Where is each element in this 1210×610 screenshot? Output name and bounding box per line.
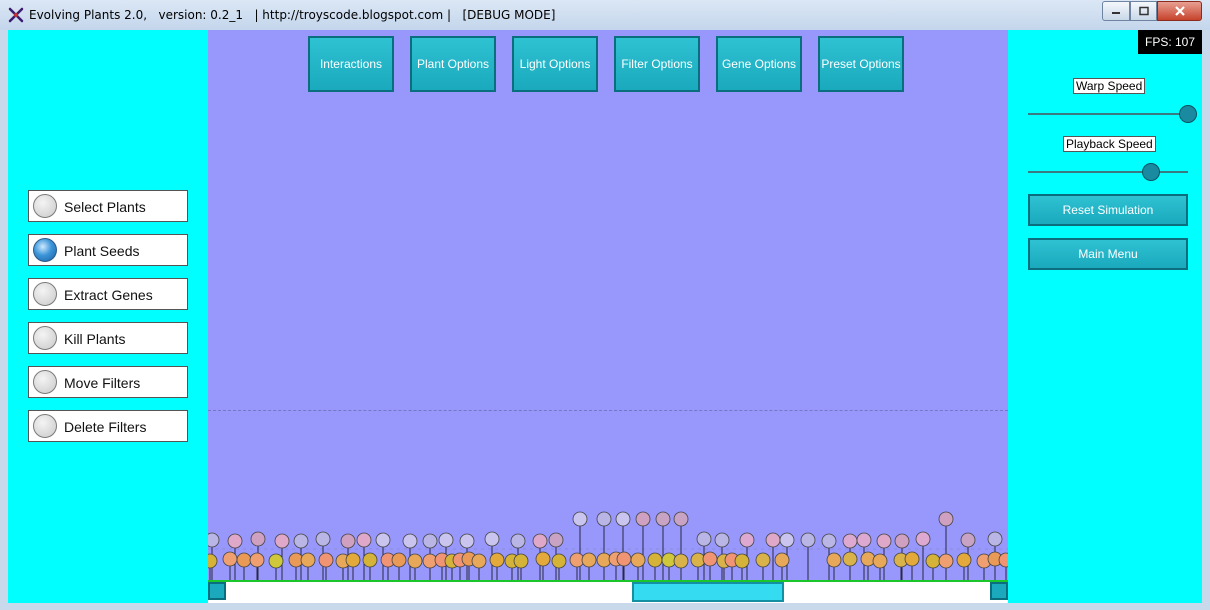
light-options-button[interactable]: Light Options: [512, 36, 598, 92]
tool-delete-filters[interactable]: Delete Filters: [28, 410, 188, 442]
maximize-icon: [1138, 6, 1149, 16]
window-controls: [1102, 1, 1202, 21]
tool-label: Move Filters: [64, 375, 141, 391]
minimize-button[interactable]: [1102, 1, 1130, 21]
close-button[interactable]: [1157, 1, 1202, 21]
tool-plant-seeds[interactable]: Plant Seeds: [28, 234, 188, 266]
radio-icon[interactable]: [33, 194, 57, 218]
maximize-button[interactable]: [1130, 1, 1157, 21]
warp-speed-track[interactable]: [1028, 113, 1188, 115]
simulation-area[interactable]: Interactions Plant Options Light Options…: [208, 30, 1008, 603]
scroll-thumb[interactable]: [632, 582, 784, 602]
tool-label: Plant Seeds: [64, 243, 140, 259]
main-menu-button[interactable]: Main Menu: [1028, 238, 1188, 270]
light-level-line: [208, 410, 1008, 411]
radio-icon[interactable]: [33, 370, 57, 394]
window-title: Evolving Plants 2.0, version: 0.2_1 | ht…: [29, 8, 556, 22]
tool-extract-genes[interactable]: Extract Genes: [28, 278, 188, 310]
fps-counter: FPS: 107: [1138, 30, 1202, 54]
scroll-left-button[interactable]: [208, 582, 226, 600]
plants-layer: [208, 511, 1008, 581]
title-bar: Evolving Plants 2.0, version: 0.2_1 | ht…: [0, 0, 1210, 30]
ground-line: [208, 580, 1008, 582]
filter-options-button[interactable]: Filter Options: [614, 36, 700, 92]
playback-speed-label: Playback Speed: [1063, 136, 1156, 152]
tool-label: Extract Genes: [64, 287, 153, 303]
reset-simulation-button[interactable]: Reset Simulation: [1028, 194, 1188, 226]
minimize-icon: [1112, 12, 1120, 14]
radio-icon[interactable]: [33, 282, 57, 306]
tool-move-filters[interactable]: Move Filters: [28, 366, 188, 398]
app-client-area: Select Plants Plant Seeds Extract Genes …: [8, 30, 1202, 603]
radio-icon[interactable]: [33, 326, 57, 350]
tool-label: Select Plants: [64, 199, 146, 215]
world-scrollbar[interactable]: [208, 582, 1008, 603]
tool-label: Kill Plants: [64, 331, 126, 347]
radio-icon[interactable]: [33, 414, 57, 438]
plant-options-button[interactable]: Plant Options: [410, 36, 496, 92]
playback-speed-slider[interactable]: [1142, 163, 1161, 181]
close-icon: [1174, 6, 1185, 16]
warp-speed-slider[interactable]: [1179, 105, 1197, 123]
scroll-right-button[interactable]: [990, 582, 1008, 600]
app-logo-icon: [8, 7, 24, 23]
tool-kill-plants[interactable]: Kill Plants: [28, 322, 188, 354]
tool-select-plants[interactable]: Select Plants: [28, 190, 188, 222]
interactions-button[interactable]: Interactions: [308, 36, 394, 92]
radio-selected-icon[interactable]: [33, 238, 57, 262]
warp-speed-label: Warp Speed: [1073, 78, 1146, 94]
preset-options-button[interactable]: Preset Options: [818, 36, 904, 92]
playback-speed-track[interactable]: [1028, 171, 1188, 173]
gene-options-button[interactable]: Gene Options: [716, 36, 802, 92]
tool-label: Delete Filters: [64, 419, 147, 435]
